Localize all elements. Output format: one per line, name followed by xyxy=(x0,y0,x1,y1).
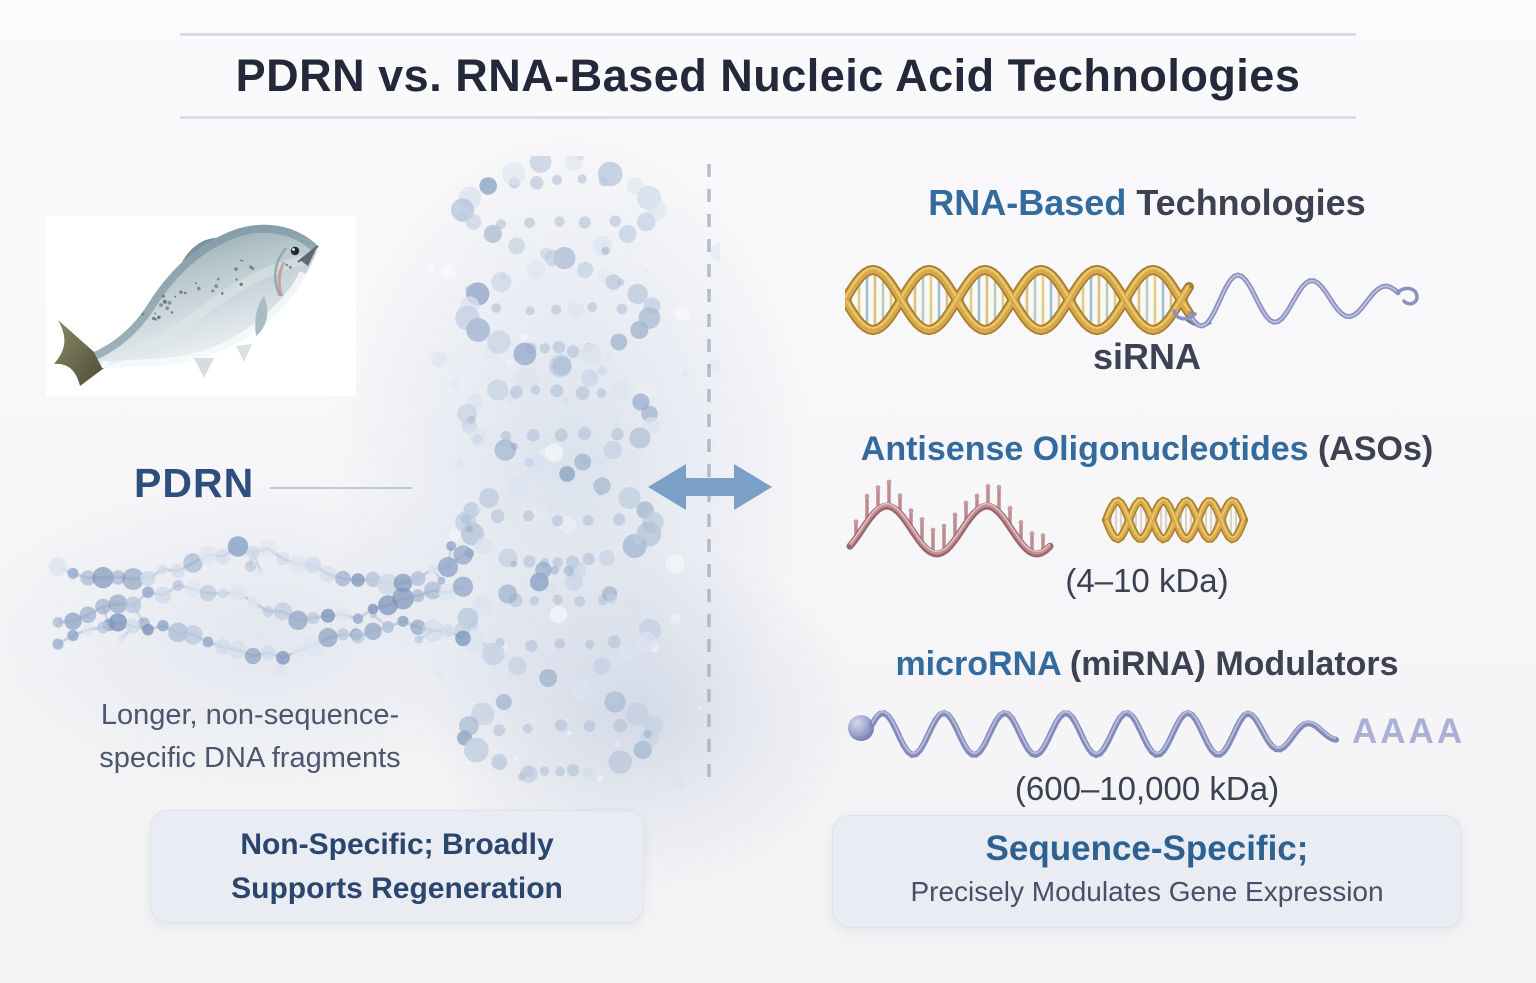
pdrn-pointer-line xyxy=(270,487,412,489)
pectoral-fin xyxy=(255,296,268,336)
aso-size-label: (4–10 kDa) xyxy=(1065,562,1229,599)
aso-helix-illustration xyxy=(1102,496,1248,544)
sirna-duplex-illustration xyxy=(845,264,1419,336)
pelvic-fin xyxy=(236,344,252,362)
mirna-strand-illustration xyxy=(848,709,1339,759)
mirna-heading: microRNA (miRNA) Modulators xyxy=(895,645,1399,683)
rna-summary-box: Sequence-Specific; Precisely Modulates G… xyxy=(832,815,1462,928)
pdrn-description: Longer, non-sequence- specific DNA fragm… xyxy=(99,699,401,774)
fish-eye xyxy=(290,246,300,256)
fish-body xyxy=(94,224,318,368)
dna-helix-illustration xyxy=(424,156,720,788)
dashed-divider xyxy=(707,164,711,778)
aso-strand-illustration xyxy=(846,479,1054,558)
pdrn-fragment-illustration xyxy=(48,536,475,676)
sirna-label: siRNA xyxy=(1092,336,1202,377)
title-rule-bottom xyxy=(180,116,1356,119)
tail-fin xyxy=(54,320,104,386)
double-arrow-icon xyxy=(648,464,772,510)
pdrn-summary-box: Non-Specific; Broadly Supports Regenerat… xyxy=(150,810,644,923)
fish-mouth xyxy=(300,249,316,266)
rna-technologies-heading: RNA-Based Technologies xyxy=(928,182,1366,223)
salmon-fish-illustration xyxy=(46,216,356,396)
pelvic-fin xyxy=(194,358,214,378)
aso-heading: Antisense Oligonucleotides (ASOs) xyxy=(860,430,1434,468)
page-title: PDRN vs. RNA-Based Nucleic Acid Technolo… xyxy=(235,50,1301,101)
mirna-cap-ball xyxy=(848,715,874,741)
poly-a-tail-label: AAAA xyxy=(1352,712,1466,751)
title-rule-top xyxy=(180,33,1356,36)
mirna-size-label: (600–10,000 kDa) xyxy=(1014,770,1280,807)
pdrn-label: PDRN xyxy=(134,460,255,506)
